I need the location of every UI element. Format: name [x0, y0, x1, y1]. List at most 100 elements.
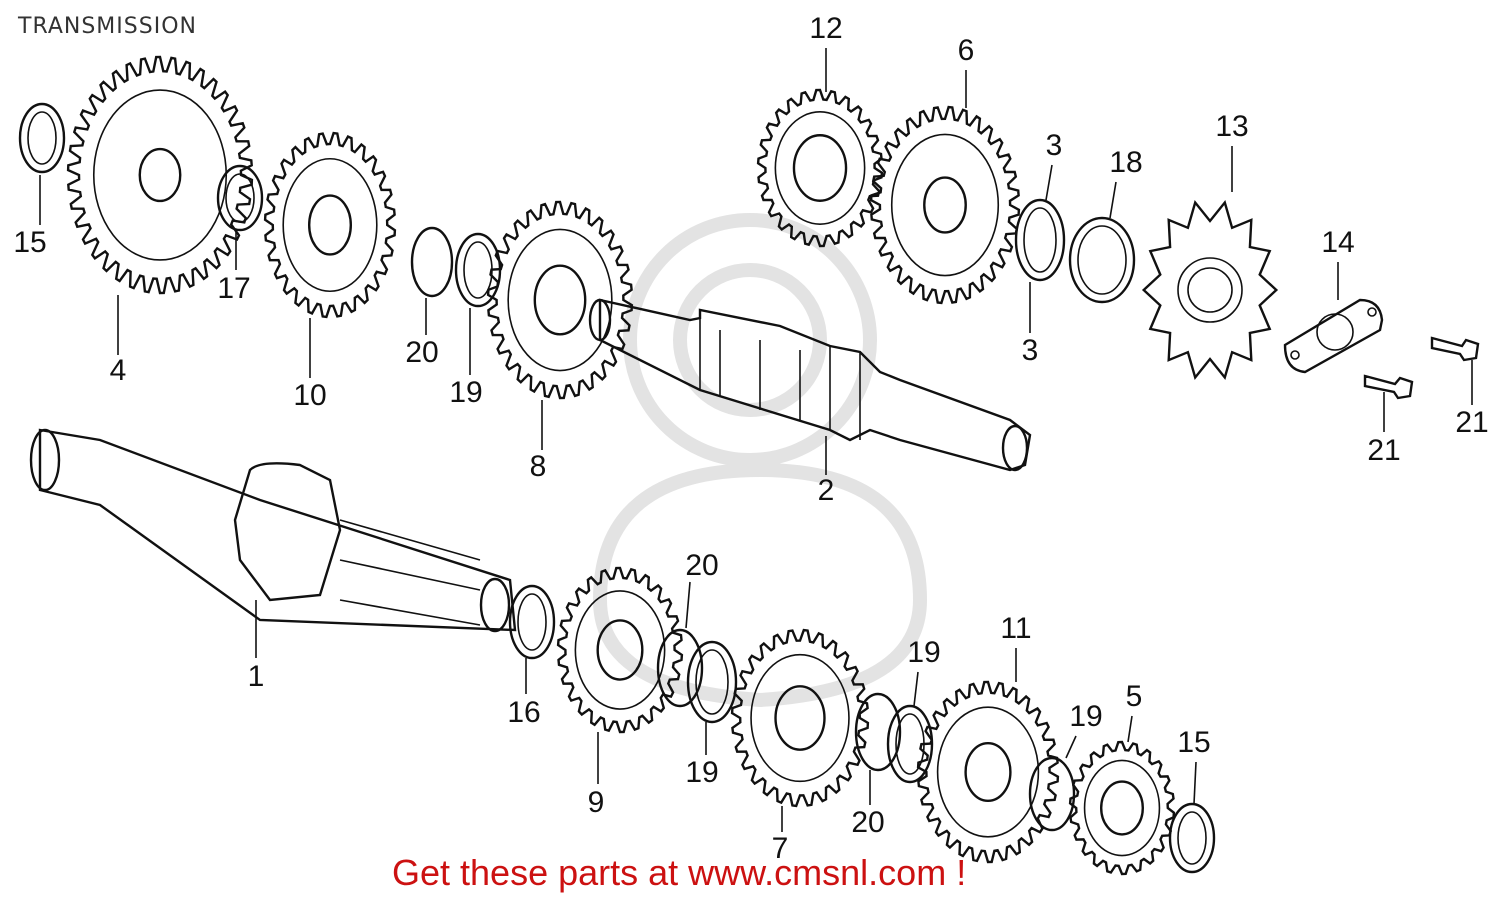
callout-p4[interactable]: 4	[110, 295, 127, 387]
part-number-p2: 2	[818, 474, 835, 507]
part-number-p19b: 19	[685, 756, 718, 789]
part-number-p18: 18	[1109, 146, 1142, 179]
callout-p14[interactable]: 14	[1321, 226, 1355, 300]
countershaft-1[interactable]	[29, 428, 517, 633]
gear-12[interactable]	[756, 88, 884, 248]
callout-p21b[interactable]: 21	[1455, 360, 1489, 439]
gear-7[interactable]	[730, 628, 870, 808]
callout-p3a[interactable]: 3	[1045, 129, 1063, 201]
clip-20-top[interactable]	[410, 226, 454, 298]
part-number-p20a: 20	[405, 336, 438, 369]
callout-p2[interactable]: 2	[818, 436, 835, 507]
part-number-p15b: 15	[1177, 726, 1210, 759]
callout-p19a[interactable]: 19	[449, 308, 483, 409]
part-number-p14: 14	[1321, 226, 1354, 259]
part-number-p20c: 20	[851, 806, 884, 839]
washer-19-right[interactable]	[1028, 756, 1076, 832]
callout-p20a[interactable]: 20	[405, 298, 439, 369]
part-number-p1: 1	[248, 660, 265, 693]
part-number-p3a: 3	[1046, 129, 1063, 162]
washer-16[interactable]	[508, 584, 556, 660]
part-number-p21a: 21	[1367, 434, 1400, 467]
clip-20-mid[interactable]	[656, 628, 704, 708]
callout-p11[interactable]: 11	[1000, 612, 1032, 682]
callout-p16[interactable]: 16	[507, 658, 541, 729]
gear-9[interactable]	[556, 566, 684, 734]
part-number-p3b: 3	[1022, 334, 1039, 367]
part-number-p16: 16	[507, 696, 540, 729]
footer-link[interactable]: Get these parts at www.cmsnl.com !	[392, 852, 967, 893]
part-number-p19d: 19	[1069, 700, 1102, 733]
part-number-p13: 13	[1215, 110, 1248, 143]
fixing-plate-14[interactable]	[1283, 298, 1384, 374]
part-number-p8: 8	[530, 450, 547, 483]
callout-p12[interactable]: 12	[809, 12, 843, 92]
callout-p13[interactable]: 13	[1215, 110, 1249, 192]
callout-p21a[interactable]: 21	[1367, 392, 1401, 467]
part-number-p19a: 19	[449, 376, 482, 409]
callout-p8[interactable]: 8	[530, 400, 547, 483]
callout-p7[interactable]: 7	[772, 806, 789, 865]
callout-p3b[interactable]: 3	[1022, 282, 1039, 367]
gear-4[interactable]	[66, 55, 254, 295]
callout-p10[interactable]: 10	[293, 318, 327, 412]
callout-p15a[interactable]: 15	[13, 175, 47, 259]
washer-19-top[interactable]	[454, 232, 502, 308]
leader-line-p19d	[1065, 735, 1077, 759]
callout-p1[interactable]: 1	[248, 600, 265, 693]
washer-18[interactable]	[1068, 216, 1136, 304]
callout-p5[interactable]: 5	[1126, 680, 1143, 743]
callout-p20b[interactable]: 20	[685, 549, 719, 629]
part-number-p4: 4	[110, 354, 127, 387]
drive-sprocket-13[interactable]	[1141, 199, 1279, 381]
part-number-p5: 5	[1126, 680, 1143, 713]
callout-p19b[interactable]: 19	[685, 722, 719, 789]
washer-17[interactable]	[216, 164, 264, 232]
washers	[18, 102, 1216, 874]
washer-15-top[interactable]	[18, 102, 66, 174]
callout-p19d[interactable]: 19	[1065, 700, 1103, 759]
callout-p15b[interactable]: 15	[1177, 726, 1211, 805]
part-number-p11: 11	[1000, 612, 1031, 645]
callout-p18[interactable]: 18	[1109, 146, 1143, 219]
callout-layer: 15 4 17 10 20 19 8 2 12 6 3 3 18 13 14 21 21 1 16 9 20 19 7 20 1…	[13, 12, 1488, 865]
gear-6[interactable]	[869, 105, 1021, 305]
part-number-p17: 17	[217, 272, 250, 305]
leader-line-p18	[1109, 181, 1117, 219]
callout-p9[interactable]: 9	[588, 732, 605, 819]
part-number-p15a: 15	[13, 226, 46, 259]
washer-19-mid[interactable]	[686, 640, 738, 724]
washer-15-low[interactable]	[1168, 802, 1216, 874]
part-number-p10: 10	[293, 379, 326, 412]
gear-5[interactable]	[1068, 740, 1176, 876]
callout-p6[interactable]: 6	[958, 34, 975, 108]
part-number-p6: 6	[958, 34, 975, 67]
leader-line-p15b	[1193, 761, 1197, 805]
washer-19-low[interactable]	[886, 704, 934, 784]
gear-11[interactable]	[916, 680, 1060, 864]
leader-line-p20b	[685, 581, 691, 629]
bolt-21-left[interactable]	[1363, 374, 1414, 400]
part-number-p7: 7	[772, 832, 789, 865]
gear-10[interactable]	[263, 131, 397, 319]
callout-p20c[interactable]: 20	[851, 770, 885, 839]
leader-line-p19c	[913, 671, 919, 707]
part-number-p19c: 19	[907, 636, 940, 669]
leader-line-p5	[1127, 715, 1133, 743]
clip-20-low[interactable]	[854, 692, 902, 772]
part-number-p9: 9	[588, 786, 605, 819]
callout-p19c[interactable]: 19	[907, 636, 941, 707]
bolt-21-right[interactable]	[1430, 336, 1480, 362]
watermark-logo	[592, 213, 928, 708]
gear-group	[66, 55, 1176, 876]
part-number-p21b: 21	[1455, 406, 1488, 439]
gear-8[interactable]	[486, 200, 634, 400]
part-number-p12: 12	[809, 12, 842, 45]
leader-line-p3a	[1045, 164, 1053, 201]
diagram-title: TRANSMISSION	[18, 14, 197, 39]
collar-3[interactable]	[1014, 198, 1066, 282]
part-number-p20b: 20	[685, 549, 718, 582]
callout-p17[interactable]: 17	[217, 232, 251, 305]
